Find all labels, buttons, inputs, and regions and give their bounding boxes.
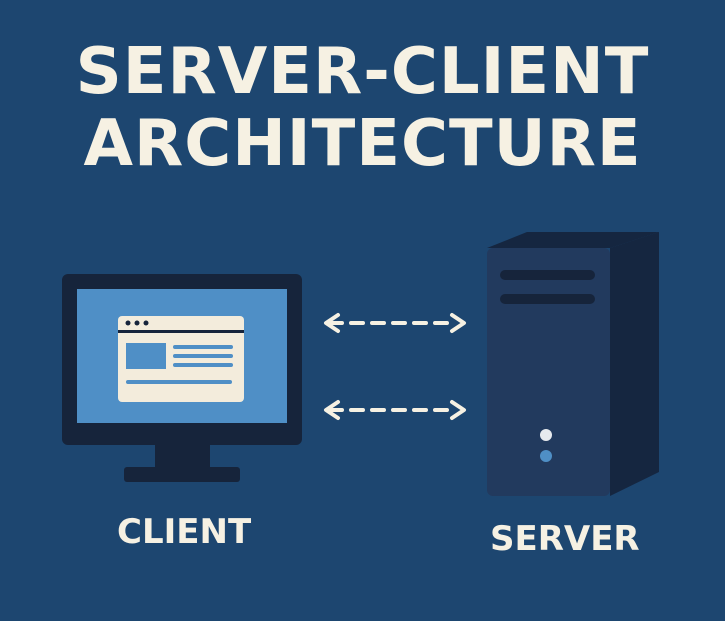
server-side [610,232,659,496]
monitor-icon [62,274,302,482]
drive-bay-1 [500,270,595,280]
server-tower-icon [487,232,659,496]
title-line-2: ARCHITECTURE [83,107,642,181]
monitor-neck [155,445,210,469]
status-led [540,450,552,462]
server-label: SERVER [490,519,640,559]
arrow-top [324,313,466,333]
server-front [487,248,610,496]
power-led [540,429,552,441]
drive-bay-2 [500,294,595,304]
browser-window-icon [118,316,244,402]
client-label: CLIENT [117,512,252,552]
title-line-1: SERVER-CLIENT [75,35,650,109]
arrow-bottom [324,400,466,420]
monitor-base [124,467,240,482]
server-top [487,232,659,248]
